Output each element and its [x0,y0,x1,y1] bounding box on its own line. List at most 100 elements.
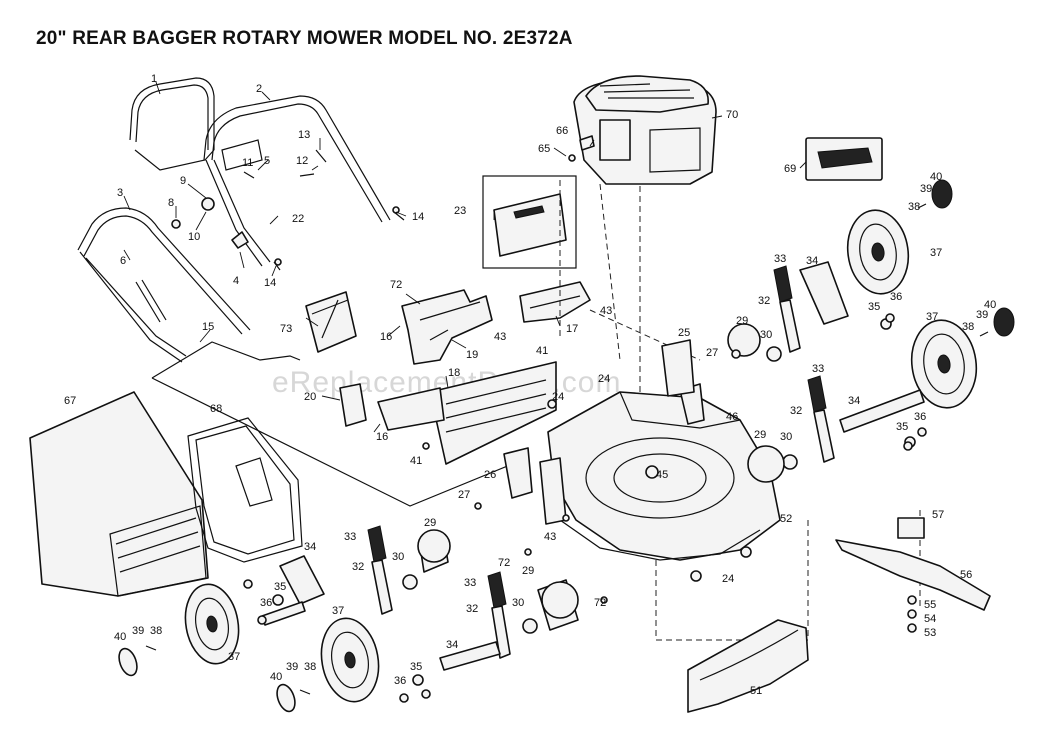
leader-lines [123,81,807,433]
callout-34b: 34 [848,395,860,407]
wheel-front-left [320,617,380,703]
bracket-part-26 [503,447,567,525]
blade-guard-part-51 [687,619,809,713]
callout-35c: 35 [274,581,286,593]
callout-14b: 14 [264,277,276,289]
callout-43b: 43 [494,331,506,343]
callout-38d: 38 [304,661,316,673]
rear-baffle-part-41 [339,361,557,465]
label-part-69 [805,137,883,181]
callout-1: 1 [151,73,157,85]
callout-36c: 36 [260,597,272,609]
upper-handle-part [129,77,215,171]
callout-18: 18 [448,367,460,379]
callout-43c: 43 [544,531,556,543]
callout-30d: 30 [512,597,524,609]
callout-3: 3 [117,187,123,199]
callout-23: 23 [454,205,466,217]
height-adjuster-rear-right [766,261,892,362]
rear-flap-part-46 [661,339,705,425]
deflector-part-73 [305,291,357,353]
callout-38a: 38 [908,201,920,213]
callout-30b: 30 [780,431,792,443]
callout-29d: 29 [522,565,534,577]
grass-bag-part-67 [29,391,209,597]
callout-30c: 30 [392,551,404,563]
callout-66: 66 [556,125,568,137]
callout-56: 56 [960,569,972,581]
callout-24c: 24 [722,573,734,585]
callout-51: 51 [750,685,762,697]
callout-32c: 32 [352,561,364,573]
callout-37a: 37 [930,247,942,259]
callout-4: 4 [233,275,239,287]
callout-12: 12 [296,155,308,167]
callout-10: 10 [188,231,200,243]
callout-13: 13 [298,129,310,141]
callout-72b: 72 [498,557,510,569]
callout-72a: 72 [390,279,402,291]
callout-34d: 34 [446,639,458,651]
callout-38b: 38 [962,321,974,333]
callout-25: 25 [678,327,690,339]
lower-handle-part [77,207,251,363]
callout-6: 6 [120,255,126,267]
callout-41b: 41 [410,455,422,467]
callout-5: 5 [264,155,270,167]
callout-68: 68 [210,403,222,415]
callout-32d: 32 [466,603,478,615]
callout-37d: 37 [332,605,344,617]
callout-29c: 29 [424,517,436,529]
callout-35d: 35 [410,661,422,673]
callout-14a: 14 [412,211,424,223]
callout-19: 19 [466,349,478,361]
callout-72c: 72 [594,597,606,609]
callout-33a: 33 [774,253,786,265]
callout-27b: 27 [458,489,470,501]
callout-33d: 33 [464,577,476,589]
callout-32b: 32 [790,405,802,417]
callout-40c: 40 [114,631,126,643]
callout-38c: 38 [150,625,162,637]
callout-39d: 39 [286,661,298,673]
callout-11: 11 [242,157,253,169]
callout-24a: 24 [598,373,610,385]
engine-plate-part-23 [482,175,577,269]
callout-57: 57 [932,509,944,521]
part-callouts: 1 2 3 4 5 6 8 9 10 11 12 13 14 14 15 16 … [64,73,996,697]
callout-27a: 27 [706,347,718,359]
wheel-front-right [910,319,978,409]
callout-67: 67 [64,395,76,407]
callout-37c: 37 [228,651,240,663]
callout-73: 73 [280,323,292,335]
page-title: 20" REAR BAGGER ROTARY MOWER MODEL NO. 2… [36,28,573,49]
callout-33c: 33 [344,531,356,543]
callout-34a: 34 [806,255,818,267]
callout-40b: 40 [984,299,996,311]
callout-52: 52 [780,513,792,525]
callout-45: 45 [656,469,668,481]
handle-hardware [171,149,405,271]
callout-54: 54 [924,613,936,625]
callout-37b: 37 [926,311,938,323]
callout-53: 53 [924,627,936,639]
callout-30a: 30 [760,329,772,341]
gear-plates-29 [417,323,785,619]
callout-36b: 36 [914,411,926,423]
middle-handle-part [203,95,391,267]
callout-46: 46 [726,411,738,423]
callout-39c: 39 [132,625,144,637]
callout-26: 26 [484,469,496,481]
callout-36a: 36 [890,291,902,303]
callout-69: 69 [784,163,796,175]
callout-36d: 36 [394,675,406,687]
small-hardware [243,313,927,703]
callout-15: 15 [202,321,214,333]
callout-70: 70 [726,109,738,121]
wheel-rear-right [846,209,910,295]
callout-35a: 35 [868,301,880,313]
callout-43a: 43 [600,305,612,317]
callout-32a: 32 [758,295,770,307]
callout-8: 8 [168,197,174,209]
